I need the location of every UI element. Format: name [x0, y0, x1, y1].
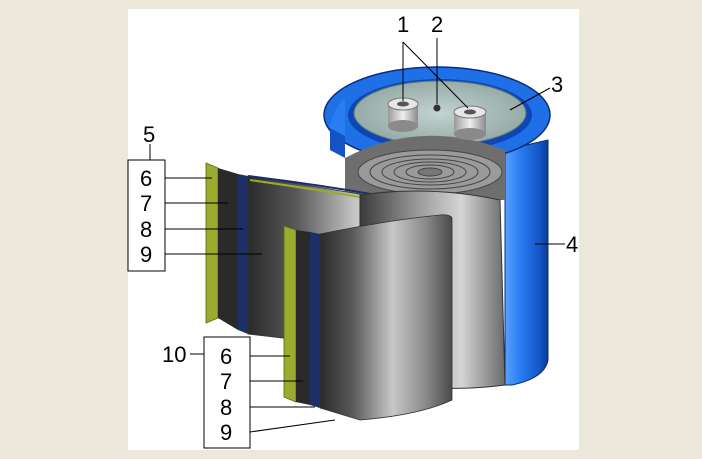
label-upper-8: 8 [140, 217, 152, 242]
upper-label-box [127, 159, 166, 272]
label-lower-9: 9 [220, 420, 232, 445]
label-lower-7: 7 [220, 369, 232, 394]
leader-lines [149, 38, 565, 433]
label-3: 3 [551, 72, 563, 97]
lower-label-box [203, 336, 251, 449]
roll-cross-section [345, 135, 505, 200]
terminal-right [453, 105, 487, 140]
label-upper-6: 6 [140, 166, 152, 191]
label-4: 4 [566, 232, 578, 257]
label-1: 1 [397, 12, 409, 37]
vent-hole [433, 104, 441, 112]
label-5: 5 [143, 122, 155, 147]
terminal-left [387, 97, 419, 132]
label-lower-8: 8 [220, 395, 232, 420]
label-upper-7: 7 [140, 191, 152, 216]
label-2: 2 [431, 12, 443, 37]
unrolled-layers-lower [283, 214, 453, 421]
label-lower-6: 6 [220, 344, 232, 369]
label-10: 10 [162, 342, 186, 367]
label-upper-9: 9 [140, 242, 152, 267]
